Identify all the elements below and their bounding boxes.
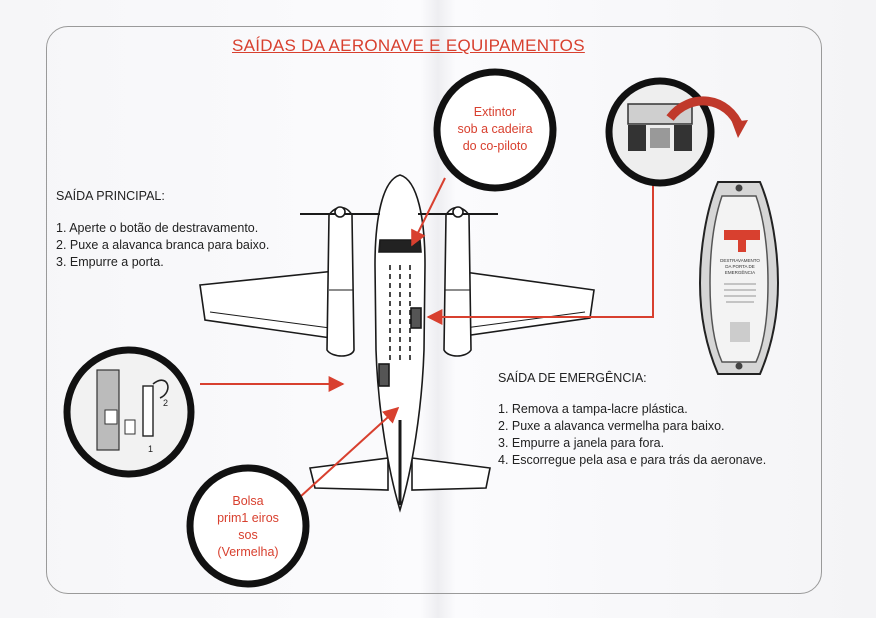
placard-line: EMERGÊNCIA bbox=[725, 268, 755, 275]
emergency-exit-step: 2. Puxe a alavanca vermelha para baixo. bbox=[498, 419, 725, 433]
red-lever-icon bbox=[724, 230, 760, 240]
latch-step-number: 1 bbox=[148, 444, 153, 454]
extinguisher-callout bbox=[433, 68, 557, 192]
turn-arrow-icon bbox=[152, 379, 169, 399]
main-exit-heading: SAÍDA PRINCIPAL: bbox=[56, 189, 165, 203]
main-exit-step: 1. Aperte o botão de destravamento. bbox=[56, 221, 259, 235]
emergency-window-panel: DESTRAVAMENTO DA PORTA DE EMERGÊNCIA bbox=[698, 181, 780, 375]
placard-line: DA PORTA DE bbox=[725, 264, 755, 269]
rotate-arrow-icon bbox=[666, 96, 745, 130]
emergency-exit-steps: 1. Remova a tampa-lacre plástica. 2. Pux… bbox=[498, 401, 766, 469]
left-wing bbox=[199, 269, 346, 341]
first-aid-callout bbox=[186, 464, 310, 588]
left-tailplane bbox=[309, 457, 389, 491]
main-exit-step: 3. Empurre a porta. bbox=[56, 255, 164, 269]
emergency-exit-step: 1. Remova a tampa-lacre plástica. bbox=[498, 402, 688, 416]
emergency-exit-arrow bbox=[426, 185, 654, 325]
extinguisher-arrow bbox=[411, 177, 446, 247]
first-aid-label: Bolsa prim1 eiros sos (Vermelha) bbox=[217, 494, 279, 559]
handle-step-number: 2 bbox=[163, 398, 168, 408]
left-engine-nacelle bbox=[326, 206, 355, 357]
right-engine-nacelle bbox=[443, 206, 472, 357]
right-tailplane bbox=[411, 457, 491, 491]
first-aid-arrow bbox=[299, 406, 400, 498]
emergency-exit-heading: SAÍDA DE EMERGÊNCIA: bbox=[498, 371, 647, 385]
page-border bbox=[46, 26, 822, 594]
emergency-window bbox=[410, 307, 422, 329]
right-wing bbox=[449, 269, 595, 339]
door-handle-callout: 2 1 bbox=[63, 346, 195, 478]
main-door bbox=[378, 363, 390, 387]
main-exit-steps: 1. Aperte o botão de destravamento. 2. P… bbox=[56, 220, 269, 271]
main-exit-step: 2. Puxe a alavanca branca para baixo. bbox=[56, 238, 270, 252]
placard-line: DESTRAVAMENTO bbox=[720, 258, 760, 263]
cockpit-callout bbox=[605, 77, 748, 187]
page-title: SAÍDAS DA AERONAVE E EQUIPAMENTOS bbox=[232, 36, 585, 55]
door-handle-icon bbox=[142, 385, 154, 437]
emergency-exit-step: 3. Empurre a janela para fora. bbox=[498, 436, 665, 450]
emergency-exit-step: 4. Escorregue pela asa e para trás da ae… bbox=[498, 453, 767, 467]
extinguisher-label: Extintor sob a cadeira do co-piloto bbox=[457, 105, 533, 153]
aircraft-top-view bbox=[199, 174, 595, 513]
